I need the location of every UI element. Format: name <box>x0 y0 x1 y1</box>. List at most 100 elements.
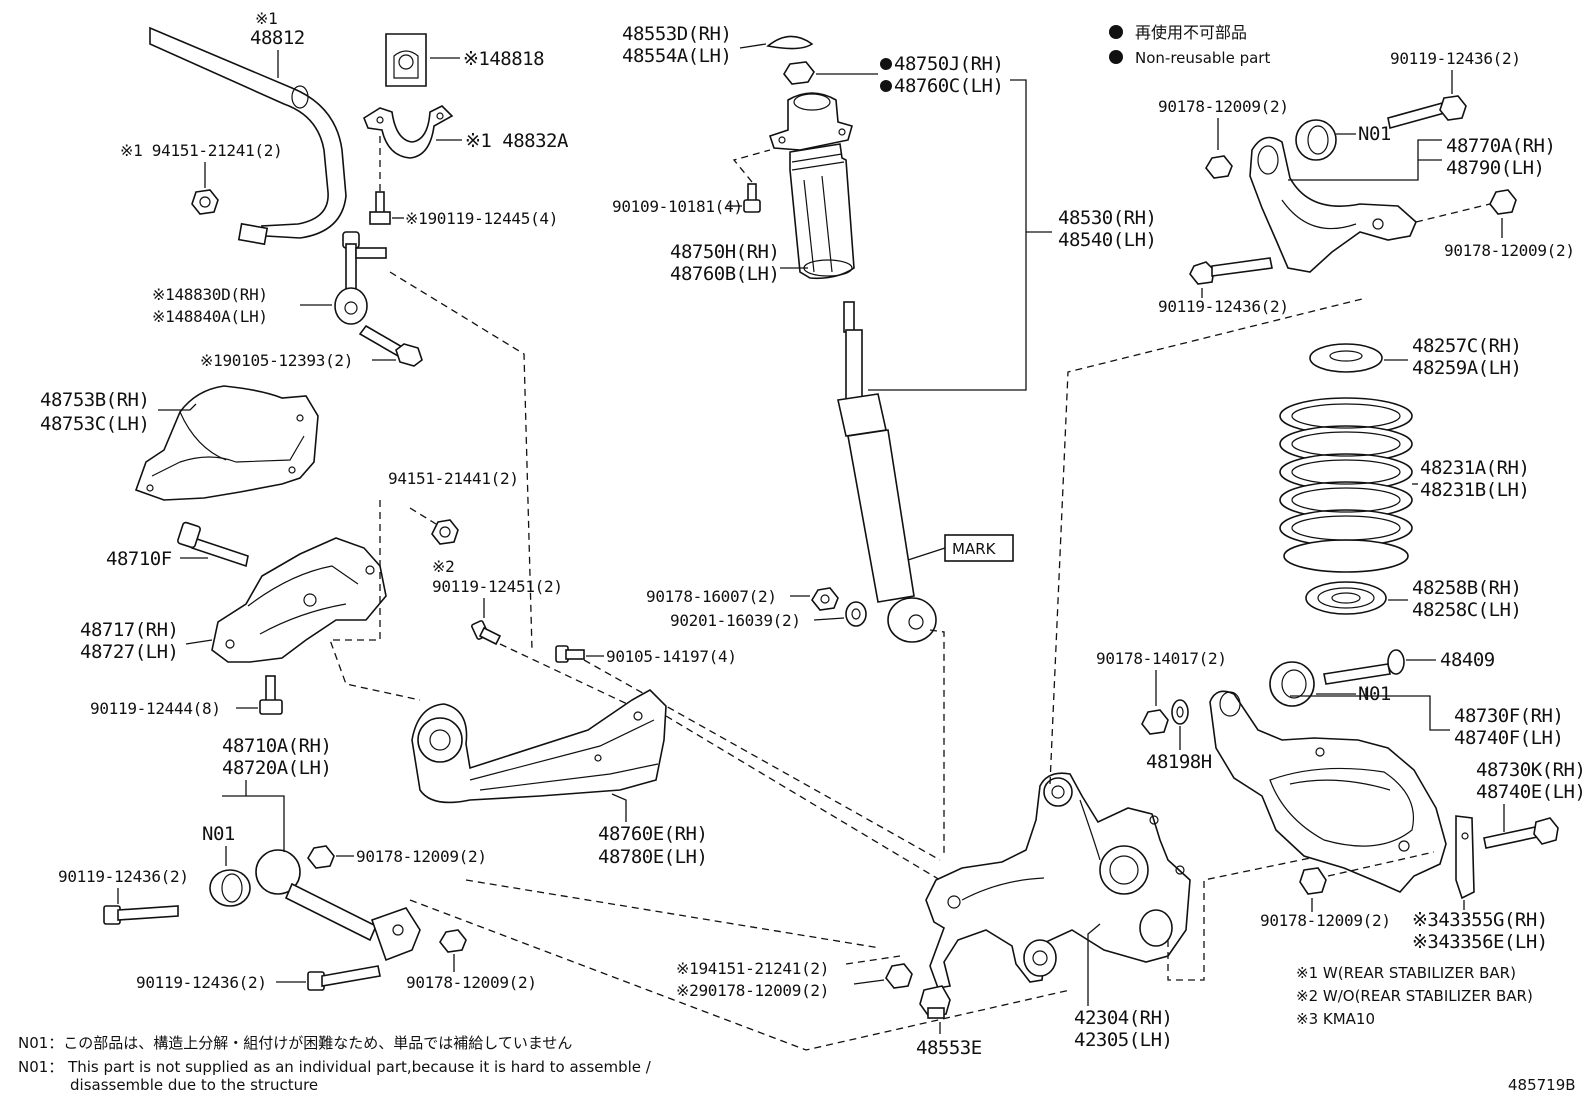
note-n01-en-2: disassemble due to the structure <box>70 1076 318 1094</box>
label-n01-b: N01 <box>1358 123 1391 145</box>
label-48409: 48409 <box>1440 649 1495 671</box>
washer-48198H <box>1171 699 1189 725</box>
washer-90201-16039 <box>845 601 867 627</box>
shock-cap <box>766 35 814 50</box>
rear-knuckle <box>925 772 1191 989</box>
label-48231A: 48231A(RH) <box>1420 457 1529 479</box>
note-n01-jp: N01：この部品は、構造上分解・組付けが困難なため、単品では補給していません <box>18 1034 572 1052</box>
label-90178-bottom: 90178-12009(2) <box>406 973 537 992</box>
label-48760E: 48760E(RH) <box>598 823 707 845</box>
label-48231B: 48231B(LH) <box>1420 479 1529 501</box>
label-43355G: ※343355G(RH) <box>1412 909 1548 931</box>
nut-90178-br <box>1299 867 1327 895</box>
label-42304: 42304(RH) <box>1074 1007 1172 1029</box>
bolt-90119-12436-r <box>1189 257 1273 285</box>
stabilizer-bushing <box>385 33 427 87</box>
label-94151-bottom: ※194151-21241(2) <box>676 959 829 978</box>
label-48750H: 48750H(RH) <box>670 241 779 263</box>
bushing-n01-b <box>1295 119 1337 161</box>
label-48760C: 48760C(LH) <box>894 75 1003 97</box>
label-48740F: 48740F(LH) <box>1454 727 1563 749</box>
label-90178-14017: 90178-14017(2) <box>1096 649 1227 668</box>
shock-dust-boot <box>789 143 855 280</box>
legend-jp: 再使用不可部品 <box>1135 23 1247 42</box>
rear-lower-arm <box>1209 690 1447 893</box>
nut-48553E <box>919 985 951 1019</box>
label-43356E: ※343356E(LH) <box>1412 931 1548 953</box>
label-90178-16007: 90178-16007(2) <box>646 587 777 606</box>
footnote-2: ※2 W/O(REAR STABILIZER BAR) <box>1296 987 1533 1005</box>
label-90178-br: 90178-12009(2) <box>1260 911 1391 930</box>
shock-top-nut <box>783 61 815 85</box>
label-48753C: 48753C(LH) <box>40 413 149 435</box>
label-90178-mid: 90178-12009(2) <box>356 847 487 866</box>
nut-90178-r <box>1489 189 1517 215</box>
label-90119-12445: ※190119-12445(4) <box>405 209 558 228</box>
label-48780E: 48780E(LH) <box>598 846 707 868</box>
label-48812-mark: ※1 <box>255 9 277 28</box>
label-90201-16039: 90201-16039(2) <box>670 611 801 630</box>
label-48710F: 48710F <box>106 548 172 570</box>
nut-94151-bottom <box>885 963 913 989</box>
label-94151-21441: 94151-21441(2) <box>388 469 519 488</box>
member-bracket <box>211 537 387 663</box>
label-48753B: 48753B(RH) <box>40 389 149 411</box>
shock-absorber <box>837 301 937 643</box>
label-90119-12436-bottom: 90119-12436(2) <box>136 973 267 992</box>
label-mark: MARK <box>952 540 997 558</box>
label-48730F: 48730F(RH) <box>1454 705 1563 727</box>
label-48530: 48530(RH) <box>1058 207 1156 229</box>
nut-94151-21441 <box>431 519 459 545</box>
label-48830D: ※148830D(RH) <box>152 285 268 304</box>
label-90119-12436-r: 90119-12436(2) <box>1158 297 1289 316</box>
label-48730K: 48730K(RH) <box>1476 759 1585 781</box>
bolt-90119-12445 <box>369 191 391 225</box>
cam-plate-43355G <box>1455 815 1475 900</box>
label-48750J: 48750J(RH) <box>894 53 1003 75</box>
label-48740E: 48740E(LH) <box>1476 781 1585 803</box>
label-48760B: 48760B(LH) <box>670 263 779 285</box>
legend-dot-icon <box>1109 50 1123 64</box>
label-48258C: 48258C(LH) <box>1412 599 1521 621</box>
legend-dot-icon <box>1109 25 1123 39</box>
label-90119-12444: 90119-12444(8) <box>90 699 221 718</box>
stabilizer-link <box>334 231 387 325</box>
nut-90178-tr <box>1205 155 1233 179</box>
label-n01-c: N01 <box>1358 683 1391 705</box>
nut-94151-top <box>191 189 219 215</box>
label-48258B: 48258B(RH) <box>1412 577 1521 599</box>
legend-en: Non-reusable part <box>1135 49 1270 67</box>
label-90178-bottom2: ※290178-12009(2) <box>676 981 829 1000</box>
label-90178-r: 90178-12009(2) <box>1444 241 1575 260</box>
label-90109-10181: 90109-10181(4) <box>612 197 743 216</box>
label-90119-12436-left: 90119-12436(2) <box>58 867 189 886</box>
label-48259A: 48259A(LH) <box>1412 357 1521 379</box>
bolt-90105-14197 <box>555 645 585 663</box>
label-48540: 48540(LH) <box>1058 229 1156 251</box>
label-90105-12393: ※190105-12393(2) <box>200 351 353 370</box>
label-90119-12436-tr: 90119-12436(2) <box>1390 49 1521 68</box>
label-n01-a: N01 <box>202 823 235 845</box>
non-reusable-dot-icon <box>880 80 892 92</box>
bolt-48730K <box>1483 817 1559 849</box>
bolt-90105-12393 <box>358 324 423 367</box>
spring-upper-insulator <box>1309 343 1383 373</box>
bolt-48710F <box>177 521 249 568</box>
label-48840A: ※148840A(LH) <box>152 307 268 326</box>
bolt-90119-12444 <box>259 675 283 715</box>
spring-lower-insulator <box>1305 581 1387 615</box>
label-48832A: ※1 48832A <box>465 130 569 152</box>
footnote-3: ※3 KMA10 <box>1296 1010 1375 1028</box>
label-48770A: 48770A(RH) <box>1446 135 1555 157</box>
rear-upper-control-arm <box>1249 136 1417 273</box>
label-48710A: 48710A(RH) <box>222 735 331 757</box>
label-48790: 48790(LH) <box>1446 157 1544 179</box>
label-48720A: 48720A(LH) <box>222 757 331 779</box>
bolt-90109-10181 <box>743 183 761 213</box>
label-42305: 42305(LH) <box>1074 1029 1172 1051</box>
label-48818: ※148818 <box>463 48 544 70</box>
shock-mount <box>768 92 853 151</box>
label-48717: 48717(RH) <box>80 619 178 641</box>
